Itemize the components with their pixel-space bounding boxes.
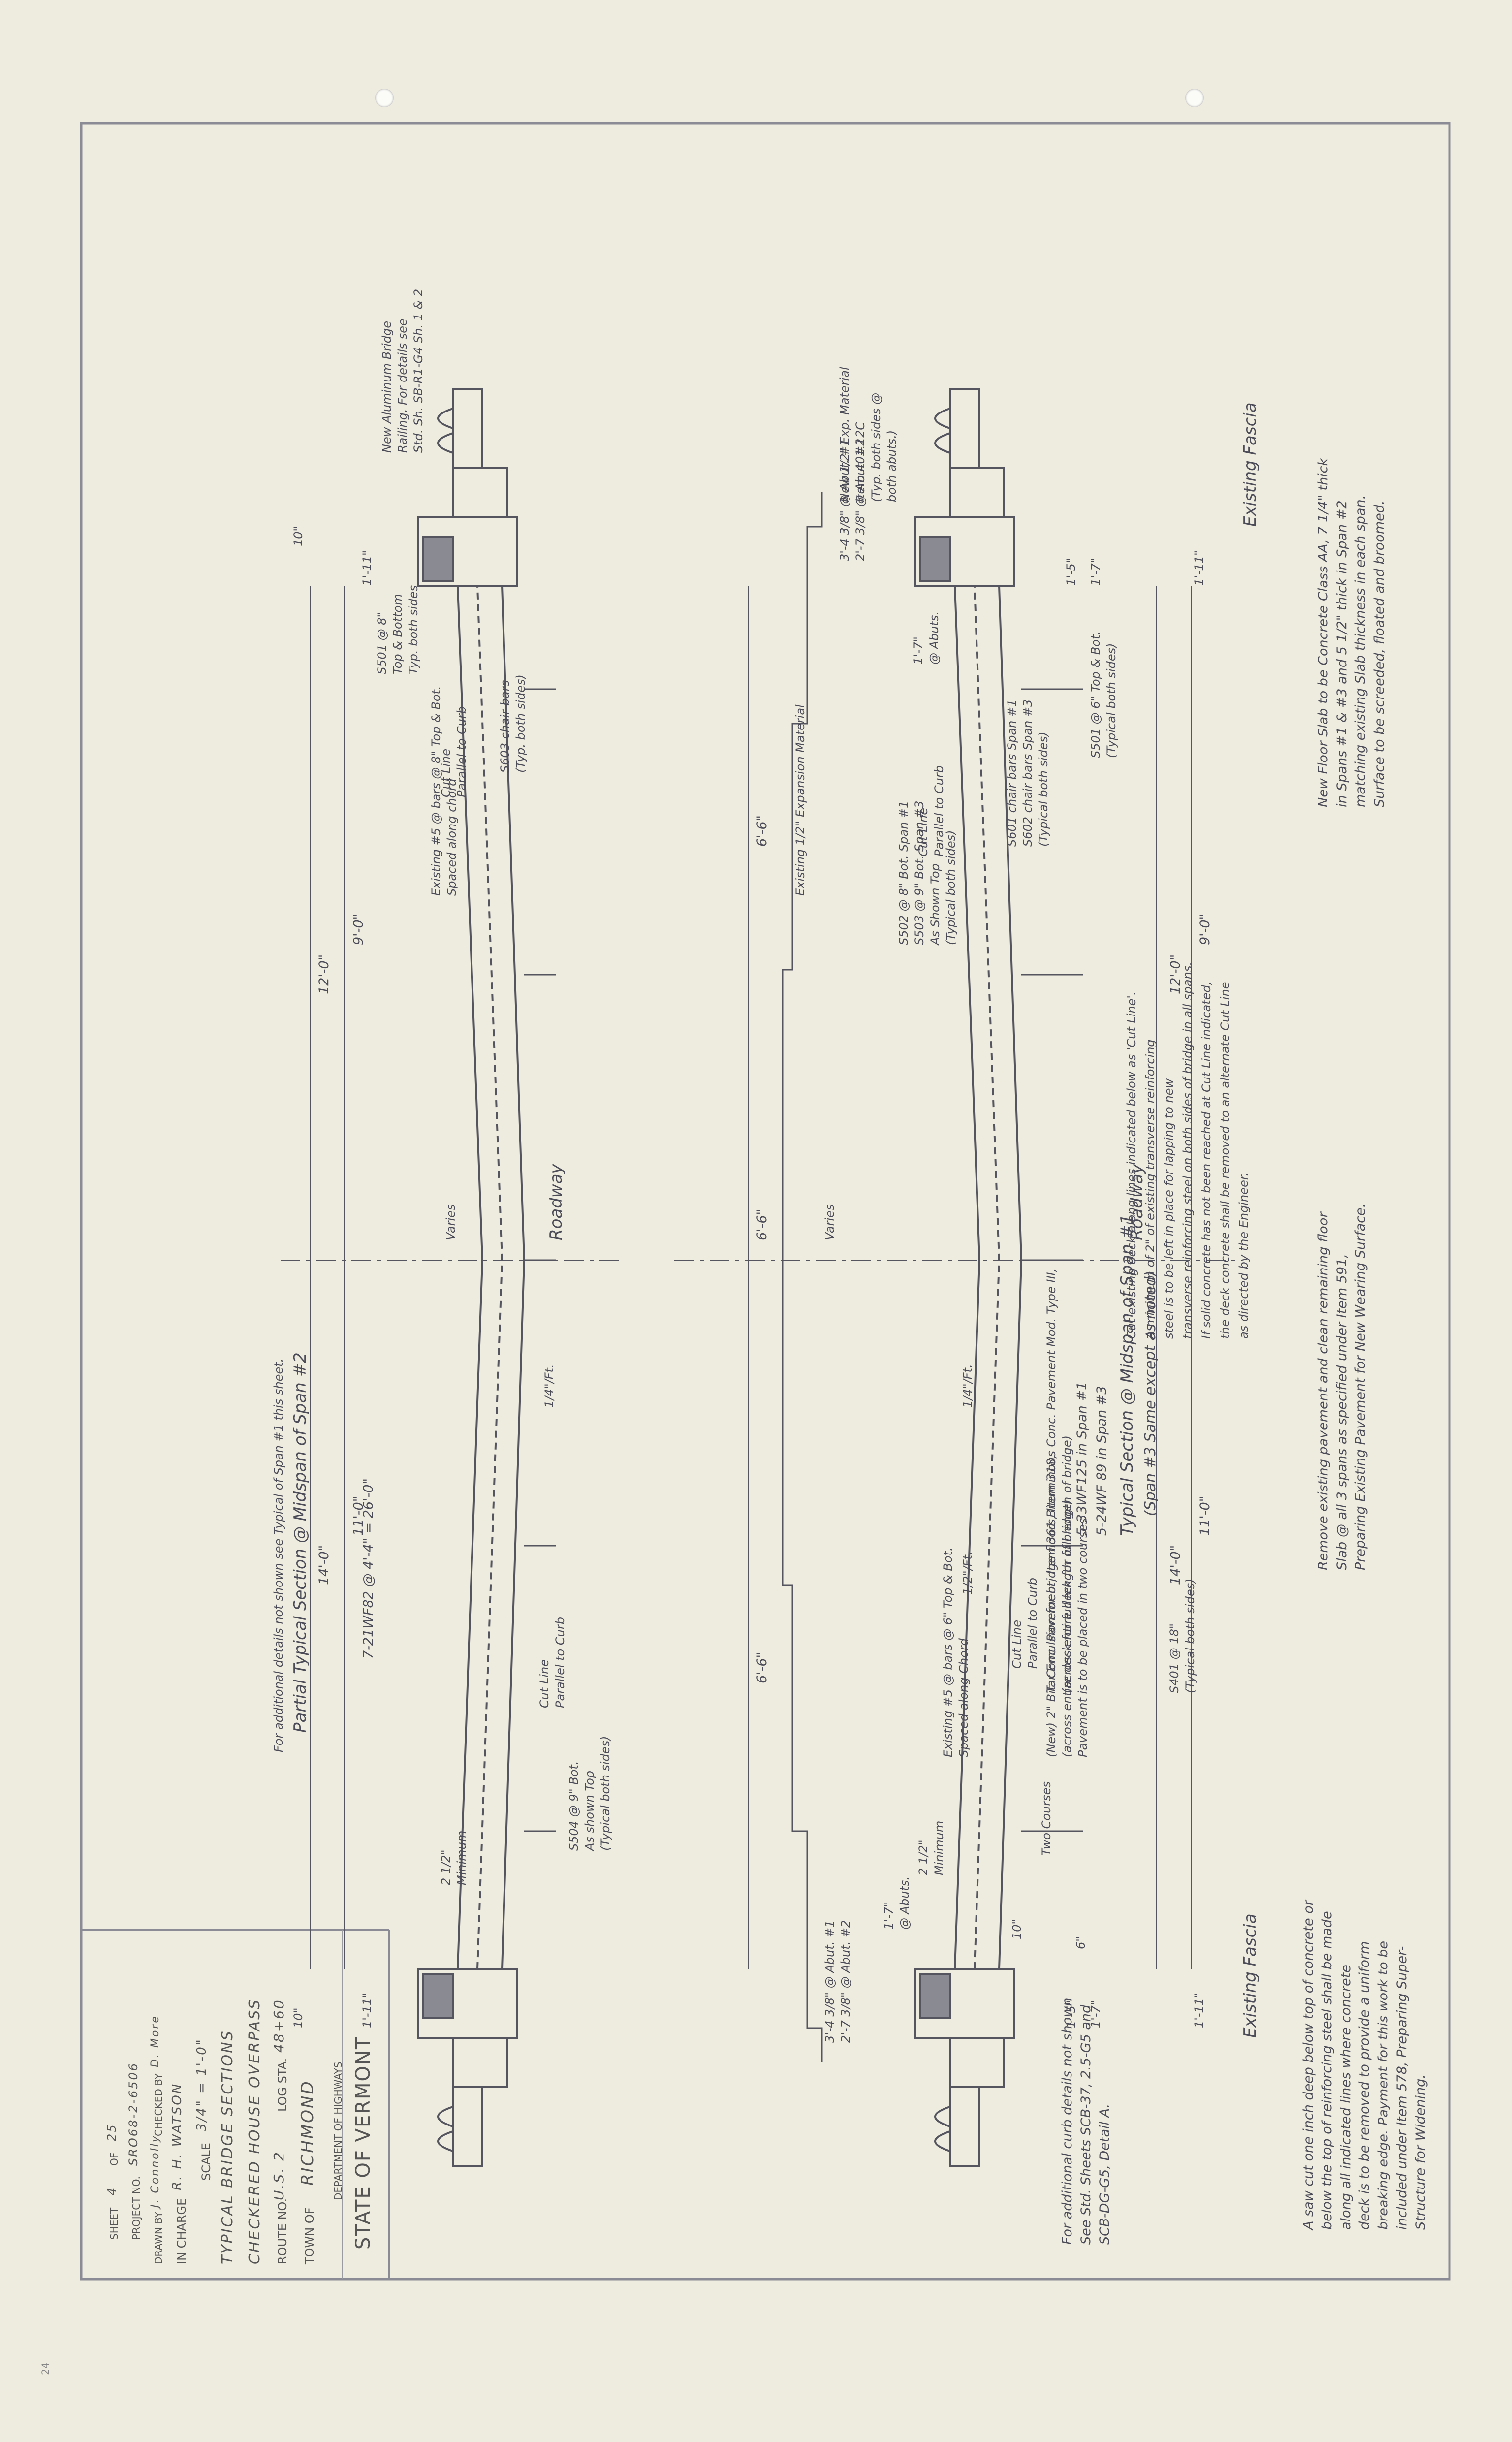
dim-upper-1-5b: 1'-5" [1064,2000,1078,2028]
dim-upper-1-11a: 1'-11" [1192,550,1206,586]
dim-lower-12: 12'-0" [316,954,332,994]
label-aluminum-rail: New Aluminum Bridge Railing. For details… [380,288,425,453]
label-s601: S601 chair bars Span #1 S602 chair bars … [1005,699,1050,847]
dim-upper-66c: 6'-6" [755,1652,770,1683]
label-lower-s504: S504 @ 9" Bot. As shown Top (Typical bot… [567,1736,612,1851]
dim-lower-14: 14'-0" [316,1545,332,1585]
existing-fascia-bottom: Existing Fascia [1240,1913,1260,2038]
dim-lower-1-11b: 1'-11" [360,1992,374,2028]
label-lower-roadway: Roadway [546,1164,566,1240]
existing-fascia-top: Existing Fascia [1240,402,1260,527]
label-six-inch: 6" [1074,1936,1088,1949]
label-varies-upper: Varies [823,1204,837,1240]
dim-upper-12: 12'-0" [1168,954,1183,994]
lower-section-title: Partial Typical Section @ Midspan of Spa… [290,1352,310,1733]
label-lower-s501: S501 @ 8" Top & Bottom Typ. both sides [375,585,420,674]
label-lower-s603: S603 chair bars (Typ. both sides) [498,674,528,773]
label-lower-slope: 1/4"/Ft. [542,1364,556,1408]
punch-hole [1185,89,1204,107]
note-new-pavement: (New) 2" Bit. Conc. Pavement, Item 361 B… [1044,1268,1090,1757]
dim-upper-14: 14'-0" [1168,1545,1183,1585]
dim-upper-1-11b: 1'-11" [1192,1992,1206,2028]
lower-section-subtitle: For additional details not shown see Typ… [272,1358,285,1752]
label-slope-upper: 1/4"/Ft. [961,1364,975,1408]
note-remove-pavement: Remove existing pavement and clean remai… [1316,1203,1368,1570]
label-expansion: Existing 1/2" Expansion Material [793,704,807,896]
label-existing-bars: Existing #5 @ bars @ 6" Top & Bot. Space… [941,1547,971,1757]
label-lower-minimum: 2 1/2" Minimum [439,1830,469,1885]
dim-upper-66a: 6'-6" [755,815,770,847]
label-s502: S502 @ 8" Bot. Span #1 S503 @ 9" Bot. Sp… [897,800,958,945]
bridge-section-drawing: Typical Section @ Midspan of Span #1 (Sp… [84,123,1442,2274]
dim-upper-1-7b: 1'-7" [1089,2000,1102,2028]
label-lower-varies: Varies [444,1204,458,1240]
dim-upper-1-5a: 1'-5" [1064,558,1078,586]
beams-span3: 5-24WF 89 in Span #3 [1094,1386,1109,1536]
dim-upper-1-7a: 1'-7" [1089,558,1102,586]
label-minimum: 2 1/2" Minimum [916,1820,946,1875]
note-cut-deck: Cut existing deck along lines indicated … [1125,962,1251,1339]
abuts-bottom: 1'-7" @ Abuts. [882,1876,912,1930]
label-lower-ten-b: 10" [291,2007,305,2028]
abut-dims-top: 3'-4 3/8" @ Abut. #1 2'-7 3/8" @ Abut. #… [838,438,867,561]
note-saw-cut: A saw cut one inch deep below top of con… [1301,1900,1428,2230]
abut-dims-bottom: 3'-4 3/8" @ Abut. #1 2'-7 3/8" @ Abut. #… [823,1920,852,2043]
dim-upper-11: 11'-0" [1197,1495,1213,1536]
note-new-floor-slab: New Floor Slab to be Concrete Class AA, … [1316,458,1387,807]
label-lower-existing-bars: Existing #5 @ bars @ 8" Top & Bot. Space… [429,686,459,896]
abuts-top: 1'-7" @ Abuts. [912,611,941,665]
label-s501: S501 @ 6" Top & Bot. (Typical both sides… [1089,631,1118,758]
dim-lower-9: 9'-0" [351,914,366,945]
label-roadway-upper: Roadway [1127,1164,1147,1240]
dim-upper-9: 9'-0" [1197,914,1213,945]
dim-upper-66b: 6'-6" [755,1209,770,1240]
dim-lower-1-11a: 1'-11" [360,550,374,586]
punch-hole [375,89,394,107]
page-number: 24 [39,2362,52,2375]
dim-lower-11: 11'-0" [351,1495,366,1536]
label-cut-line-2: Cut Line Parallel to Curb [1010,1578,1040,1669]
label-lower-ten-a: 10" [291,526,305,546]
label-two-courses: Two Courses [1040,1781,1053,1856]
label-ten-inch: 10" [1010,1919,1024,1939]
section-linework [281,388,1240,2167]
label-lower-cut-line-2: Cut Line Parallel to Curb [537,1617,567,1708]
note-curb-details: For additional curb details not shown Se… [1060,1998,1112,2245]
label-s401: S401 @ 18" (Typical both sides) [1167,1578,1197,1693]
